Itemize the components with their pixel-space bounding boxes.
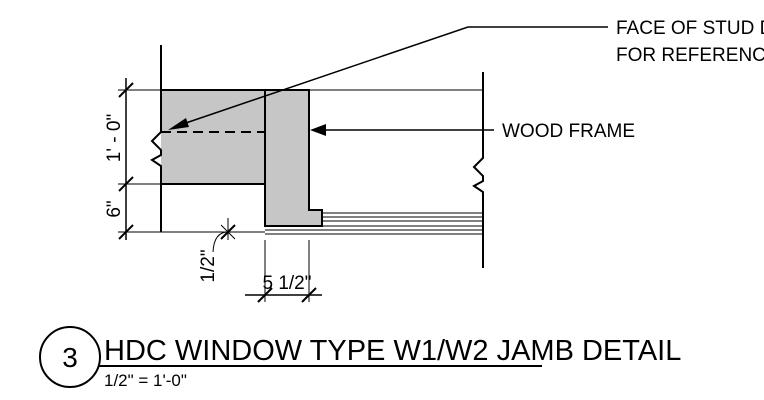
vertical-dim-tick-top bbox=[118, 82, 134, 98]
dimension-label-1ft: 1' - 0" bbox=[104, 114, 125, 162]
detail-scale: 1/2" = 1'-0" bbox=[104, 371, 187, 390]
face-of-stud-leader bbox=[168, 26, 608, 130]
detail-number-circle bbox=[39, 326, 101, 388]
callout-wood-frame: WOOD FRAME bbox=[502, 121, 635, 142]
detail-title: HDC WINDOW TYPE W1/W2 JAMB DETAIL bbox=[104, 335, 681, 367]
dimension-label-6in: 6" bbox=[104, 200, 125, 217]
vertical-dim-tick-bottom bbox=[118, 224, 134, 240]
horizontal-dim-tick-left bbox=[257, 287, 273, 303]
face-of-stud-leader-line bbox=[176, 26, 608, 127]
horizontal-dim-tick-right bbox=[301, 287, 317, 303]
horizontal-dimension bbox=[245, 240, 322, 303]
vertical-dimension bbox=[118, 78, 161, 240]
wood-frame bbox=[264, 89, 323, 227]
right-break-line bbox=[472, 72, 484, 268]
dimension-label-half-inch: 1/2" bbox=[198, 249, 219, 282]
vertical-dim-tick-mid bbox=[118, 176, 134, 192]
dimension-label-5-half-inch: 5 1/2" bbox=[262, 273, 311, 294]
offset-leader-arc bbox=[212, 231, 229, 253]
callout-face-of-stud-line1: FACE OF STUD DASHED bbox=[616, 18, 764, 39]
wood-frame-arrowhead bbox=[310, 124, 326, 136]
callout-face-of-stud-line2: FOR REFERENCE bbox=[616, 45, 764, 66]
face-of-stud-arrowhead bbox=[168, 118, 189, 130]
offset-dimension bbox=[212, 218, 236, 253]
left-break-line bbox=[150, 45, 162, 232]
wall-section bbox=[118, 45, 484, 268]
left-wall-block bbox=[161, 90, 265, 184]
wood-frame-leader bbox=[310, 124, 494, 136]
detail-number: 3 bbox=[62, 342, 78, 373]
